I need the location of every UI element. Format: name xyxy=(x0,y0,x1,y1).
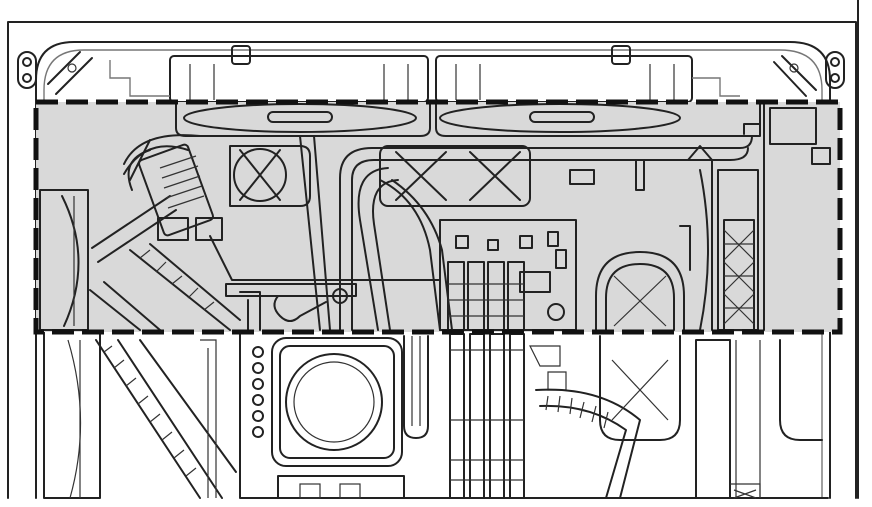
cable-icon xyxy=(535,388,641,499)
water-pump-icon xyxy=(271,337,403,467)
highlight-region-top-radiator xyxy=(33,99,843,335)
standoffs xyxy=(252,346,264,438)
screw-hole-right-icon xyxy=(825,51,845,89)
case-chassis xyxy=(7,0,859,499)
fan-icon xyxy=(43,329,101,499)
cable-icon xyxy=(95,339,237,499)
tube-icon xyxy=(403,335,429,439)
fan-icon xyxy=(229,145,311,207)
screw-hole-left-icon xyxy=(17,51,37,89)
tube-icon xyxy=(595,251,685,331)
cable-icon xyxy=(129,243,241,331)
lower-components xyxy=(43,329,829,499)
top-fan-mounts xyxy=(109,45,740,103)
radiator-icon xyxy=(687,145,759,331)
radiator-icon xyxy=(175,101,761,137)
highlight-dashed-border xyxy=(33,99,843,335)
ram-slot-icon xyxy=(449,333,525,499)
cable-icon xyxy=(89,134,223,331)
tube-icon xyxy=(299,135,753,331)
